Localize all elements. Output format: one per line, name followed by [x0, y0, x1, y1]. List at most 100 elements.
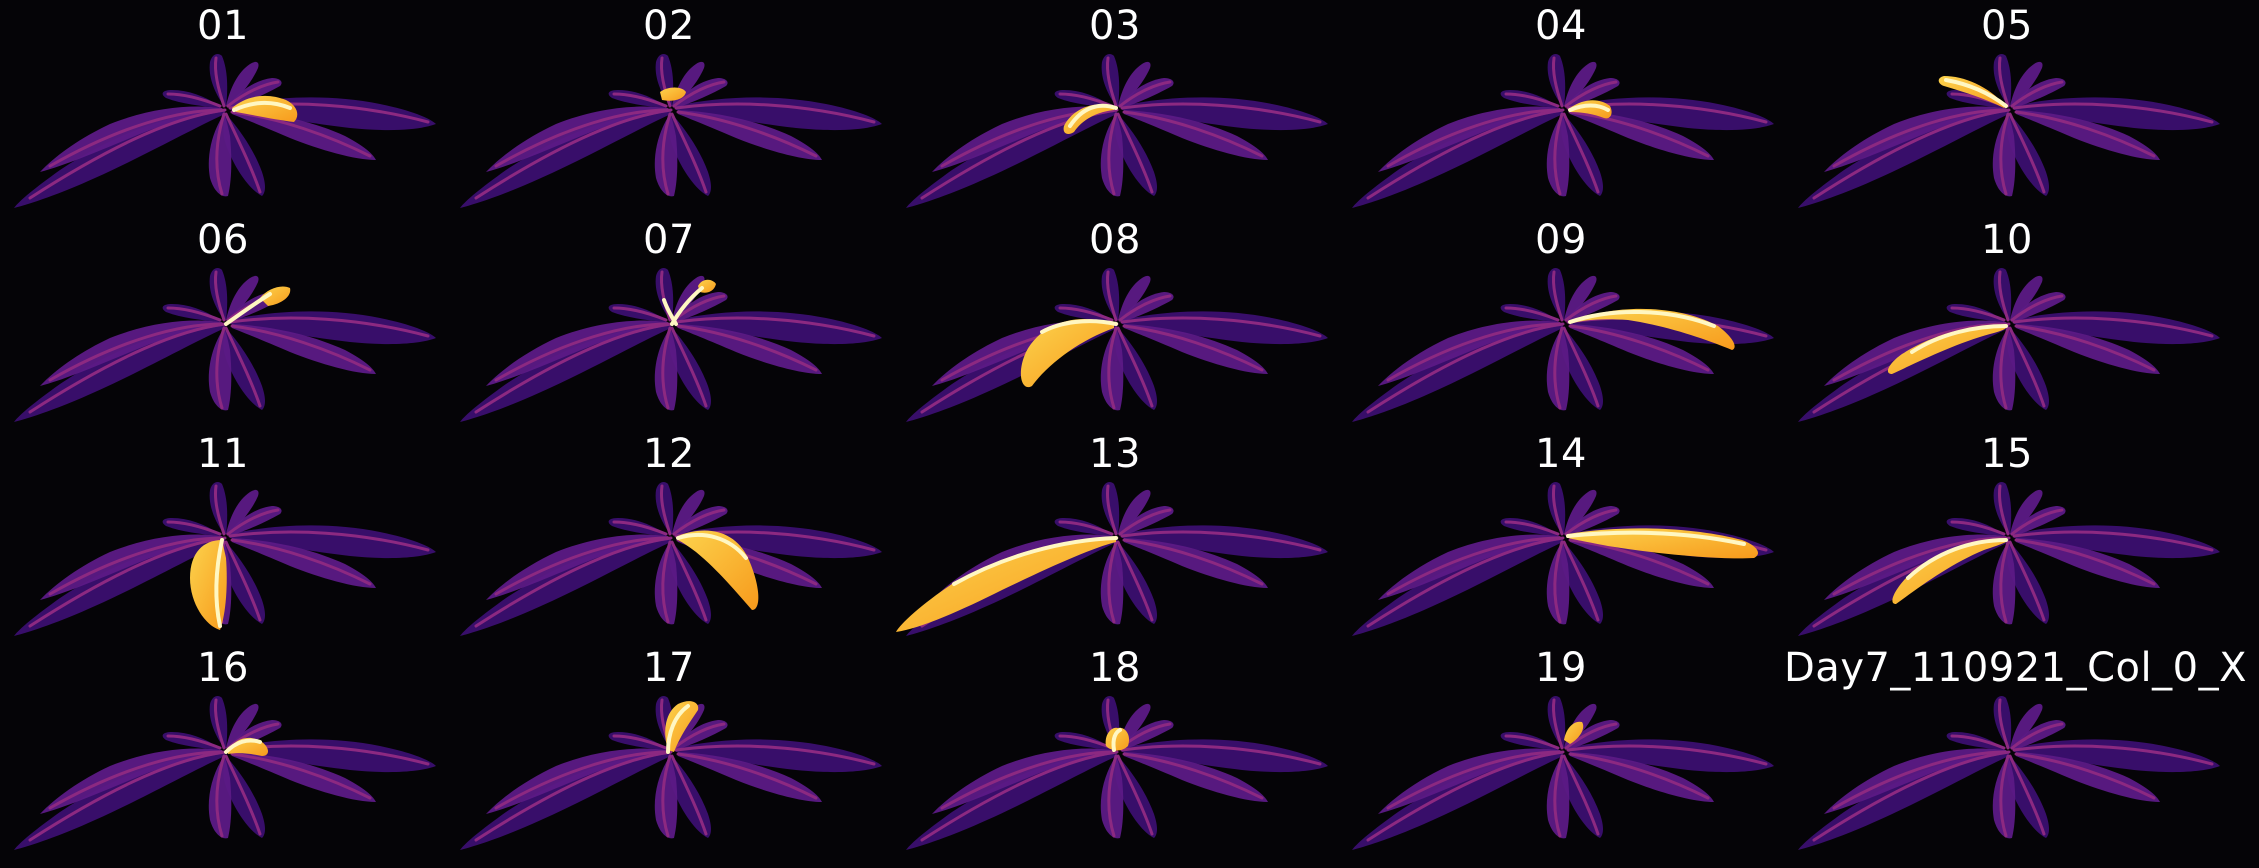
leaf-vein: [660, 270, 672, 322]
plant-panel: 02: [446, 0, 892, 214]
highlighted-midrib: [1568, 309, 1716, 328]
leaf-vein: [660, 484, 672, 536]
leaf-vein: [2008, 326, 2046, 408]
leaf-shape: [932, 320, 1114, 386]
leaf-shape: [1564, 61, 1597, 108]
leaf-vein: [28, 108, 227, 200]
leaf-vein: [612, 520, 668, 536]
plant-panel: 06: [0, 214, 446, 428]
leaf-shape: [1992, 756, 2016, 839]
plant-image: [1798, 696, 2220, 850]
leaf-vein: [1832, 536, 2008, 596]
leaf-vein: [2010, 80, 2064, 108]
plant-panel: 12: [446, 428, 892, 642]
plant-panel: 19: [1338, 642, 1784, 856]
leaf-vein: [1120, 316, 1322, 338]
leaf-shape: [2010, 703, 2043, 750]
leaf-vein: [1998, 56, 2010, 108]
leaf-shape: [1378, 534, 1560, 600]
leaf-vein: [672, 722, 726, 750]
highlighted-midrib: [232, 101, 292, 112]
leaf-vein: [1999, 112, 2010, 196]
leaf-vein: [226, 508, 280, 536]
leaf-shape: [2016, 324, 2160, 374]
plant-panel: 09: [1338, 214, 1784, 428]
leaf-vein: [2008, 540, 2046, 622]
leaf-vein: [661, 326, 672, 410]
leaf-vein: [1553, 112, 1564, 196]
highlighted-leaf: [660, 87, 686, 101]
leaf-shape: [486, 534, 668, 600]
plant-image: [14, 54, 436, 208]
leaf-vein: [1998, 484, 2010, 536]
plant-panel: 18: [892, 642, 1338, 856]
highlighted-midrib: [1111, 728, 1122, 752]
leaf-vein: [1812, 108, 2011, 200]
leaf-vein: [1366, 108, 1565, 200]
leaf-shape: [1118, 489, 1151, 536]
leaf-vein: [1366, 322, 1565, 414]
leaf-shape: [1992, 542, 2016, 625]
leaf-vein: [1552, 56, 1564, 108]
leaf-vein: [2014, 110, 2156, 158]
leaf-vein: [48, 536, 224, 596]
highlighted-leaf: [1020, 319, 1114, 388]
leaf-shape: [1546, 114, 1570, 197]
plant-image: [906, 54, 1328, 208]
highlighted-midrib: [1040, 319, 1118, 334]
leaf-shape: [486, 748, 668, 814]
leaf-vein: [1106, 484, 1118, 536]
plant-panel: Day7_110921_Col_0_X: [1784, 642, 2247, 856]
highlighted-midrib: [1944, 78, 2008, 108]
leaf-shape: [486, 106, 668, 172]
leaf-shape: [1546, 756, 1570, 839]
leaf-shape: [14, 538, 225, 636]
highlighted-leaf: [665, 701, 699, 752]
plant-image: [1798, 268, 2220, 422]
leaf-vein: [1107, 326, 1118, 410]
leaf-vein: [224, 754, 262, 836]
leaf-vein: [1120, 744, 1322, 766]
leaf-shape: [1124, 538, 1268, 588]
plant-image: [460, 482, 882, 636]
leaf-shape: [1100, 542, 1124, 625]
leaf-shape: [1546, 542, 1570, 625]
leaf-shape: [486, 320, 668, 386]
panel-label: 10: [1981, 217, 2033, 263]
plant-image: [460, 268, 882, 422]
leaf-shape: [2010, 489, 2043, 536]
leaf-vein: [661, 540, 672, 624]
leaf-vein: [1504, 520, 1560, 536]
leaf-shape: [1546, 328, 1570, 411]
leaf-vein: [2012, 102, 2214, 124]
leaf-shape: [1118, 275, 1151, 322]
leaf-vein: [474, 750, 673, 842]
leaf-vein: [1058, 520, 1114, 536]
leaf-vein: [1568, 110, 1710, 158]
leaf-vein: [2008, 112, 2046, 194]
plant-image: [14, 268, 436, 422]
leaf-vein: [672, 80, 726, 108]
leaf-shape: [2016, 538, 2160, 588]
leaf-shape: [1352, 324, 1563, 422]
plant-image: [1352, 482, 1774, 636]
leaf-vein: [612, 734, 668, 750]
leaf-vein: [1562, 540, 1600, 622]
leaf-shape: [678, 752, 822, 802]
leaf-vein: [2014, 538, 2156, 586]
leaf-vein: [672, 508, 726, 536]
leaf-vein: [1386, 322, 1562, 382]
leaf-vein: [1564, 508, 1618, 536]
leaf-shape: [226, 489, 259, 536]
leaf-vein: [674, 102, 876, 124]
leaf-vein: [1107, 540, 1118, 624]
plant-image: [1352, 696, 1774, 850]
leaf-vein: [1950, 520, 2006, 536]
highlighted-leaf: [232, 95, 298, 122]
leaf-vein: [660, 56, 672, 108]
leaf-vein: [494, 536, 670, 596]
panel-label: 19: [1535, 645, 1587, 691]
leaf-vein: [920, 750, 1119, 842]
leaf-vein: [224, 540, 262, 622]
leaf-shape: [1352, 110, 1563, 208]
